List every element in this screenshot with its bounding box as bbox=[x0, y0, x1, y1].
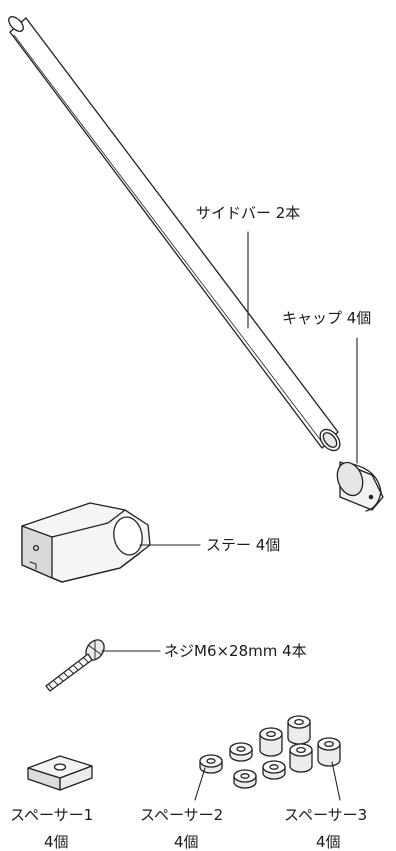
spacer1-quantity: 4個 bbox=[44, 833, 69, 851]
spacer2-quantity: 4個 bbox=[174, 833, 199, 851]
spacer1-illustration bbox=[27, 755, 93, 791]
spacer1-label: スペーサー1 bbox=[10, 806, 94, 824]
spacer2-illustration bbox=[194, 742, 286, 801]
screw-label: ネジM6×28mm 4本 bbox=[164, 642, 307, 660]
side-bar-illustration bbox=[8, 16, 341, 452]
spacer3-label: スペーサー3 bbox=[284, 806, 368, 824]
side-bar-label: サイドバー 2本 bbox=[196, 204, 301, 222]
spacer3-illustration bbox=[259, 715, 341, 801]
spacer3-quantity: 4個 bbox=[316, 833, 341, 851]
stay-label: ステー 4個 bbox=[206, 536, 281, 554]
spacer2-label: スペーサー2 bbox=[140, 806, 224, 824]
stay-illustration bbox=[21, 502, 201, 583]
cap-illustration bbox=[336, 337, 384, 512]
screw-illustration bbox=[45, 639, 161, 692]
cap-label: キャップ 4個 bbox=[282, 309, 372, 327]
